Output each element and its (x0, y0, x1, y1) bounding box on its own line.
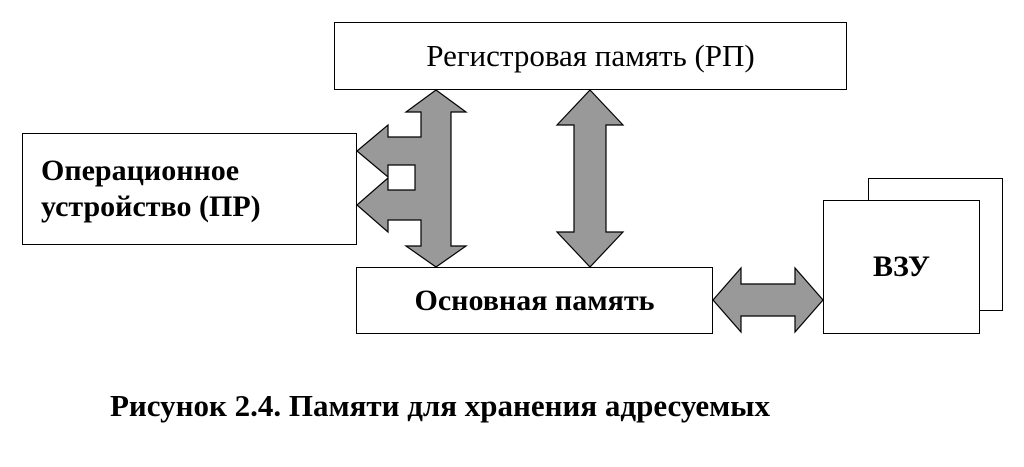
main-memory-box: Основная память (356, 267, 713, 334)
fork-arrow (356, 89, 468, 268)
register-memory-label: Регистровая память (РП) (426, 38, 755, 73)
external-storage-label: ВЗУ (872, 250, 931, 283)
operational-device-label-line2: устройство (ПР) (41, 190, 261, 223)
vertical-double-arrow (555, 89, 625, 268)
horizontal-double-arrow (712, 266, 824, 334)
operational-device-box: Операционное устройство (ПР) (22, 133, 357, 245)
external-storage-box: ВЗУ (823, 200, 980, 334)
figure-caption: Рисунок 2.4. Памяти для хранения адресуе… (110, 388, 770, 423)
main-memory-label: Основная память (414, 283, 655, 317)
register-memory-box: Регистровая память (РП) (334, 22, 847, 90)
operational-device-label-line1: Операционное (41, 154, 240, 187)
